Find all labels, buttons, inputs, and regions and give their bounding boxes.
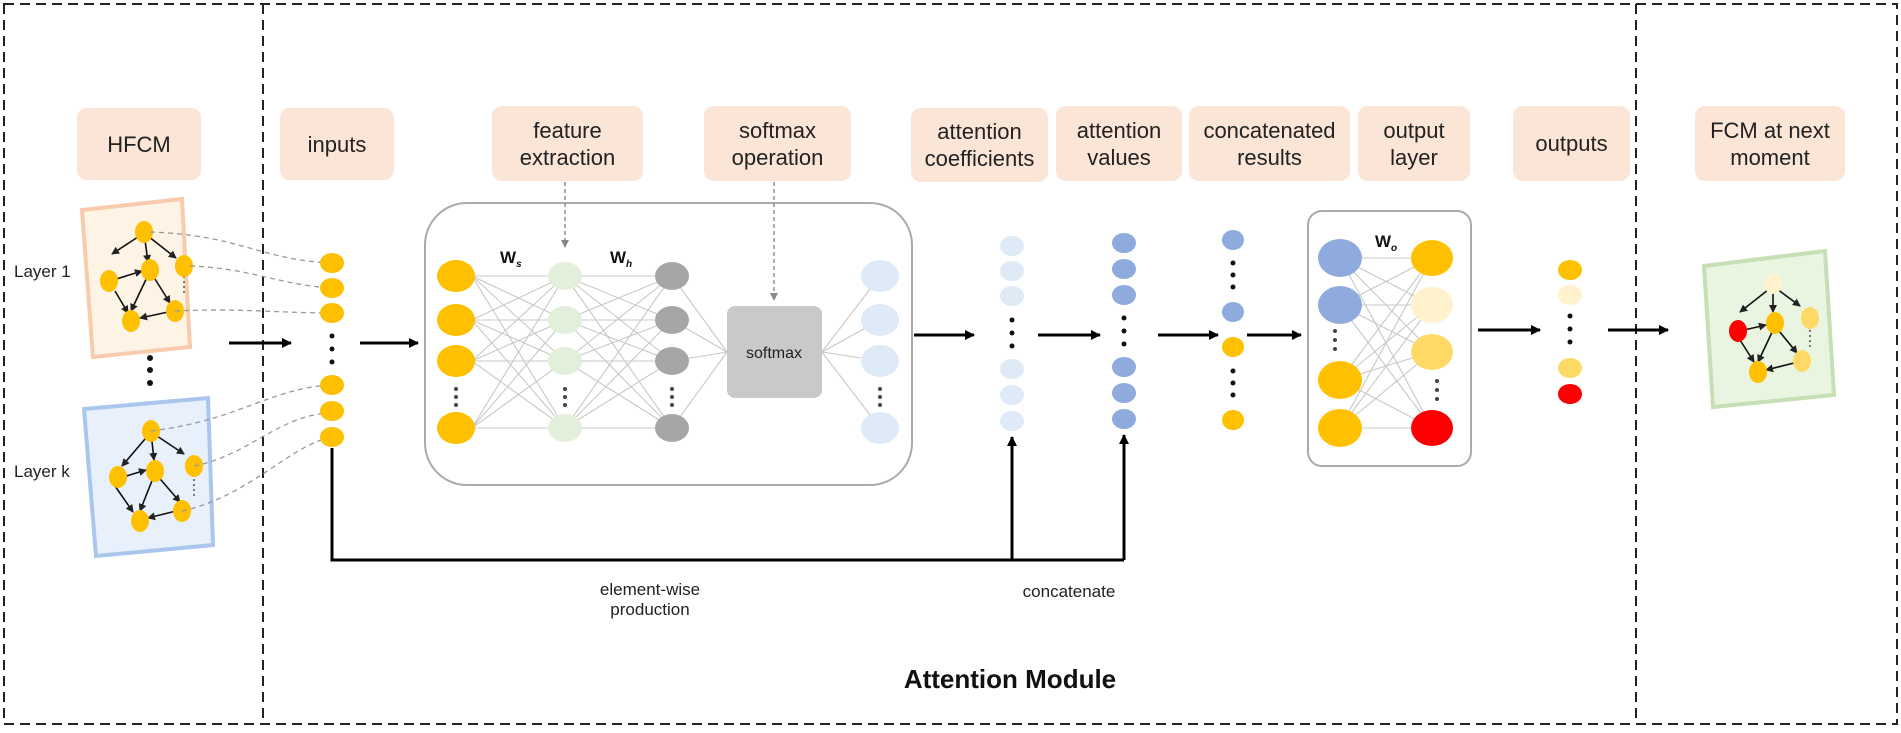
label-hfcm-text: HFCM [107, 131, 171, 157]
label-fcm-next-moment-text: FCM at next moment [1710, 117, 1830, 170]
label-feature-extraction-text: feature extraction [519, 117, 616, 170]
label-fcm-next-moment: FCM at next moment [1695, 106, 1845, 181]
label-softmax-operation: softmax operation [704, 106, 851, 181]
label-hfcm: HFCM [77, 108, 201, 180]
input-nodes [320, 253, 344, 447]
label-inputs-text: inputs [307, 131, 367, 157]
element-wise-production-label: element-wise production [599, 580, 701, 619]
label-concatenated-results-text: concatenated results [1203, 117, 1336, 170]
weight-wo-label: Wo [1375, 232, 1397, 254]
attention-coefficients-nodes [1000, 236, 1024, 431]
output-layer-nodes [1318, 239, 1453, 447]
layer-k-graph [81, 395, 216, 559]
label-outputs: outputs [1513, 106, 1630, 181]
label-attention-values-text: attention values [1076, 117, 1162, 170]
label-outputs-text: outputs [1535, 131, 1608, 156]
network-connections [471, 275, 881, 429]
network-output-column [861, 260, 899, 444]
fcm-next-graph [1701, 248, 1837, 410]
weight-ws-label: Ws [500, 248, 522, 270]
network-feature-column [548, 262, 582, 442]
label-feature-extraction: feature extraction [492, 106, 643, 181]
label-concatenated-results: concatenated results [1189, 106, 1350, 181]
label-output-layer-text: output layer [1383, 117, 1445, 170]
label-softmax-operation-text: softmax operation [731, 117, 824, 170]
layer-1-graph [79, 196, 193, 360]
label-attention-coefficients: attention coefficients [911, 108, 1048, 182]
label-attention-values: attention values [1056, 106, 1182, 181]
attention-values-nodes [1112, 233, 1136, 429]
concatenated-results-nodes [1222, 230, 1244, 430]
weight-wh-label: Wh [610, 248, 632, 270]
softmax-box [727, 306, 822, 398]
attention-module-title: Attention Module [903, 664, 1117, 694]
layer-1-label: Layer 1 [14, 262, 71, 281]
layer-to-input-links [149, 231, 333, 512]
label-output-layer: output layer [1358, 106, 1470, 181]
outputs-nodes [1558, 260, 1582, 404]
layer-k-label: Layer k [14, 462, 70, 481]
label-inputs: inputs [280, 108, 394, 180]
network-input-column [437, 260, 475, 444]
network-hidden-column [655, 262, 689, 442]
skip-connections [330, 434, 1129, 562]
softmax-box-label: softmax [746, 345, 802, 362]
concatenate-label: concatenate [1022, 582, 1116, 601]
label-attention-coefficients-text: attention coefficients [924, 119, 1035, 171]
outer-dashed-frame [3, 3, 1898, 725]
layer-ellipsis [147, 355, 153, 386]
attention-network-box [424, 202, 913, 486]
